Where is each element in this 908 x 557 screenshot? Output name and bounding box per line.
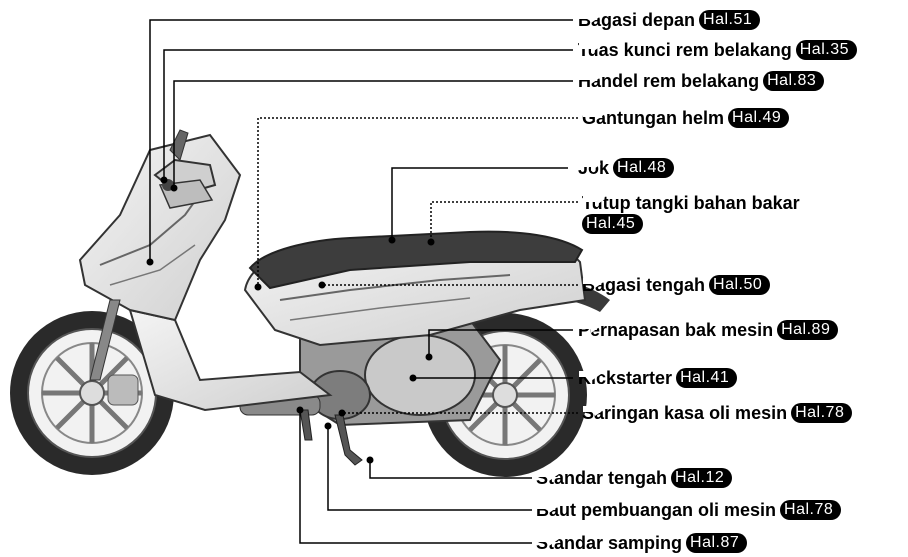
label-baut: Baut pembuangan oli mesin Hal.78 bbox=[536, 499, 842, 521]
front-wheel bbox=[10, 311, 174, 475]
label-text: Standar samping bbox=[536, 533, 683, 553]
label-text: Gantungan helm bbox=[582, 108, 725, 128]
page-ref-link[interactable]: Hal.49 bbox=[583, 107, 790, 128]
label-text: Baut pembuangan oli mesin bbox=[536, 500, 777, 520]
seat bbox=[248, 230, 584, 290]
pointer-dot bbox=[146, 258, 154, 266]
pointer-dot bbox=[366, 456, 374, 464]
label-gantungan-helm: Gantungan helm Hal.49 bbox=[582, 107, 790, 129]
label-text: Bagasi tengah bbox=[582, 275, 706, 295]
label-text: Tuas kunci rem belakang bbox=[578, 40, 792, 60]
arrow-right-icon bbox=[583, 192, 605, 206]
label-text: Pernapasan bak mesin bbox=[578, 320, 774, 340]
pointer-dot bbox=[338, 409, 346, 417]
leader-pernapasan bbox=[428, 329, 573, 357]
arrow-right-icon bbox=[537, 532, 559, 546]
label-text: Saringan kasa oli mesin bbox=[582, 403, 788, 423]
leader-handel-rem bbox=[173, 80, 573, 188]
label-tuas-kunci: Tuas kunci rem belakang Hal.35 bbox=[578, 39, 857, 61]
pointer-dot bbox=[160, 176, 168, 184]
leader-baut bbox=[327, 426, 532, 511]
label-tutup-tangki: Tutup tangki bahan bakar Hal.45 bbox=[582, 192, 804, 234]
leader-jok bbox=[391, 167, 568, 240]
page-ref-link[interactable]: Hal.48 bbox=[579, 157, 675, 178]
floorboard bbox=[128, 308, 333, 412]
label-handel-rem: Handel rem belakang Hal.83 bbox=[578, 70, 825, 92]
page-ref-link[interactable]: Hal.78 bbox=[537, 499, 842, 520]
pointer-dot bbox=[324, 422, 332, 430]
leader-bagasi-depan bbox=[149, 19, 573, 262]
page-ref-link[interactable]: Hal.41 bbox=[579, 367, 738, 388]
page-ref-link[interactable]: Hal.35 bbox=[579, 39, 857, 60]
pointer-dot bbox=[425, 353, 433, 361]
arrow-right-icon bbox=[579, 367, 601, 381]
arrow-right-icon bbox=[579, 70, 601, 84]
label-bagasi-tengah: Bagasi tengah Hal.50 bbox=[582, 274, 771, 296]
arrow-right-icon bbox=[537, 467, 559, 481]
arrow-right-icon bbox=[537, 499, 559, 513]
arrow-right-icon bbox=[579, 39, 601, 53]
leader-standar-tengah bbox=[369, 460, 532, 479]
leader-standar-samping bbox=[299, 410, 532, 544]
pointer-dot bbox=[388, 236, 396, 244]
label-text: Kickstarter bbox=[578, 368, 673, 388]
page-ref-link[interactable]: Hal.45 bbox=[582, 192, 644, 234]
page-ref-link[interactable]: Hal.87 bbox=[537, 532, 748, 553]
arrow-right-icon bbox=[583, 274, 605, 288]
pointer-dot bbox=[170, 184, 178, 192]
label-standar-samping: Standar samping Hal.87 bbox=[536, 532, 748, 554]
arrow-right-icon bbox=[579, 157, 601, 171]
label-kickstarter: Kickstarter Hal.41 bbox=[578, 367, 738, 389]
label-saringan: Saringan kasa oli mesin Hal.78 bbox=[582, 402, 853, 424]
arrow-right-icon bbox=[583, 107, 605, 121]
arrow-right-icon bbox=[583, 402, 605, 416]
page-ref-link[interactable]: Hal.50 bbox=[583, 274, 771, 295]
label-pernapasan: Pernapasan bak mesin Hal.89 bbox=[578, 319, 839, 341]
leader-gantungan-helm bbox=[257, 117, 578, 287]
pointer-dot bbox=[254, 283, 262, 291]
label-text: Standar tengah bbox=[536, 468, 668, 488]
pointer-dot bbox=[427, 238, 435, 246]
label-text: Bagasi depan bbox=[578, 10, 696, 30]
arrow-right-icon bbox=[579, 319, 601, 333]
pointer-dot bbox=[296, 406, 304, 414]
label-text: Tutup tangki bahan bakar bbox=[582, 193, 800, 213]
label-text: Handel rem belakang bbox=[578, 71, 760, 91]
page-ref-link[interactable]: Hal.89 bbox=[579, 319, 839, 340]
label-bagasi-depan: Bagasi depan Hal.51 bbox=[578, 9, 761, 31]
handlebar bbox=[153, 129, 217, 209]
page-ref-link[interactable]: Hal.12 bbox=[537, 467, 733, 488]
label-jok: Jok Hal.48 bbox=[578, 157, 675, 179]
pointer-dot bbox=[318, 281, 326, 289]
leader-tutup-tangki bbox=[430, 201, 578, 242]
page-ref-link[interactable]: Hal.83 bbox=[579, 70, 825, 91]
page-ref-link[interactable]: Hal.51 bbox=[579, 9, 761, 30]
leader-tuas-kunci bbox=[163, 49, 573, 180]
label-standar-tengah: Standar tengah Hal.12 bbox=[536, 467, 733, 489]
pointer-dot bbox=[409, 374, 417, 382]
page-ref-link[interactable]: Hal.78 bbox=[583, 402, 853, 423]
arrow-right-icon bbox=[579, 9, 601, 23]
